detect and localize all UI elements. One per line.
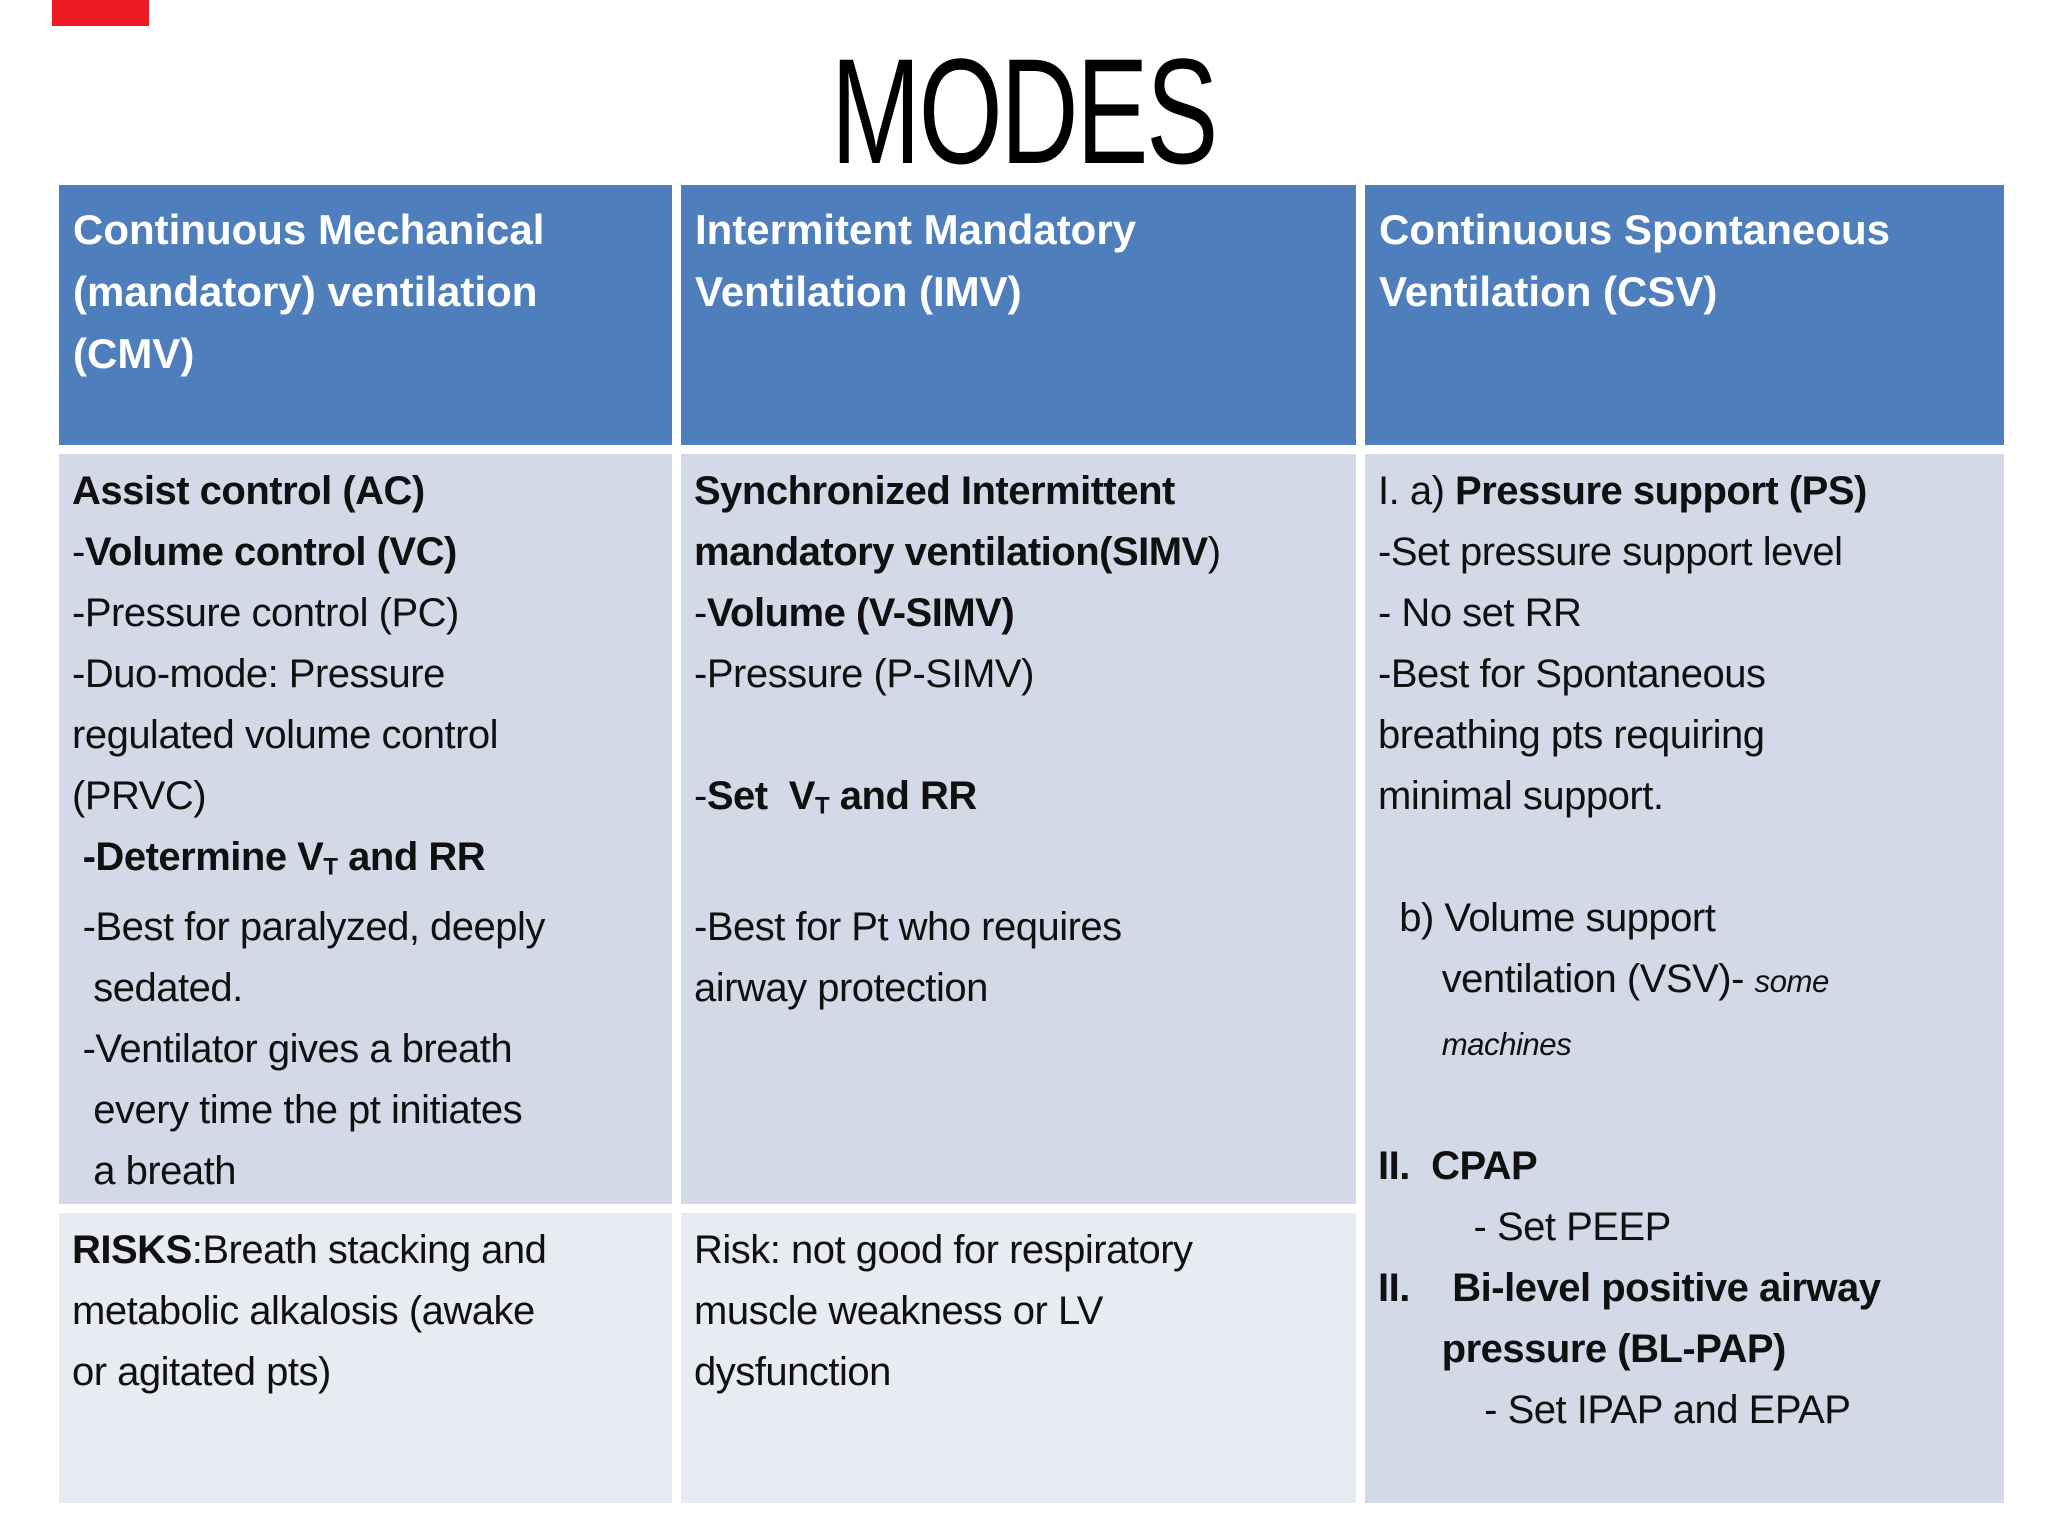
text-line: sedated. [72,966,243,1011]
red-marker [52,0,149,26]
text-line: -Determine VT and RR [72,835,486,881]
text-line: II. CPAP [1378,1144,1538,1188]
text-line: -Set pressure support level [1378,530,1843,574]
text-line: - No set RR [1378,591,1582,635]
text-line: every time the pt initiates [72,1088,523,1133]
text-line [694,705,1346,766]
text-line: mandatory ventilation(SIMV) [694,530,1221,574]
text-line: a breath [72,1149,237,1194]
text-line: regulated volume control [72,713,499,757]
body-cell-csv: I. a) Pressure support (PS) -Set pressure… [1365,454,2004,1503]
text-line [1378,827,1994,888]
text-line: metabolic alkalosis (awake [72,1289,535,1333]
text-line: -Volume control (VC) [72,530,457,574]
text-line: pressure (BL-PAP) [1378,1327,1787,1371]
text-line: Risk: not good for respiratory [694,1228,1193,1272]
page-title-text: MODES [831,27,1218,195]
risk-cell-imv: Risk: not good for respiratory muscle wea… [681,1213,1356,1503]
text-line: muscle weakness or LV [694,1289,1103,1333]
text-line: -Best for Pt who requires [694,905,1122,950]
text-line: RISKS:Breath stacking and [72,1228,547,1272]
text-line: -Set VT and RR [694,774,977,820]
header-cell-cmv: Continuous Mechanical (mandatory) ventil… [59,185,672,445]
risk-cell-cmv: RISKS:Breath stacking and metabolic alkal… [59,1213,672,1503]
header-cell-csv: Continuous Spontaneous Ventilation (CSV) [1365,185,2004,445]
text-line: I. a) Pressure support (PS) [1378,469,1867,513]
header-cell-imv: Intermitent Mandatory Ventilation (IMV) [681,185,1356,445]
text-line: -Volume (V-SIMV) [694,591,1015,635]
text-line: -Pressure control (PC) [72,591,459,635]
body-cell-imv: Synchronized Intermittent mandatory venti… [681,454,1356,1204]
body-cell-cmv: Assist control (AC) -Volume control (VC) -… [59,454,672,1204]
text-line: dysfunction [694,1350,891,1394]
text-line: -Best for paralyzed, deeply [72,905,546,950]
text-line: - Set IPAP and EPAP [1378,1388,1851,1432]
text-line: airway protection [694,966,988,1011]
text-line [694,836,1346,897]
text-line: breathing pts requiring [1378,713,1765,757]
text-line: -Best for Spontaneous [1378,652,1766,696]
text-line: -Duo-mode: Pressure [72,652,445,696]
text-line: minimal support. [1378,774,1664,818]
text-line: II. Bi-level positive airway [1378,1266,1881,1310]
modes-table: Continuous Mechanical (mandatory) ventil… [59,185,2004,1503]
text-line: or agitated pts) [72,1350,331,1394]
text-line: - Set PEEP [1378,1205,1672,1249]
text-line: b) Volume support [1378,896,1716,940]
text-line: -Pressure (P-SIMV) [694,652,1034,696]
text-line: Assist control (AC) [72,469,425,513]
text-line: (PRVC) [72,774,207,818]
text-line: machines [1441,1027,1572,1062]
page-title: MODES [0,36,2048,186]
text-line: Synchronized Intermittent [694,469,1175,513]
text-line: ventilation (VSV)- some [1378,957,1830,1001]
text-line: -Ventilator gives a breath [72,1027,513,1072]
text-line [1378,1075,1994,1136]
